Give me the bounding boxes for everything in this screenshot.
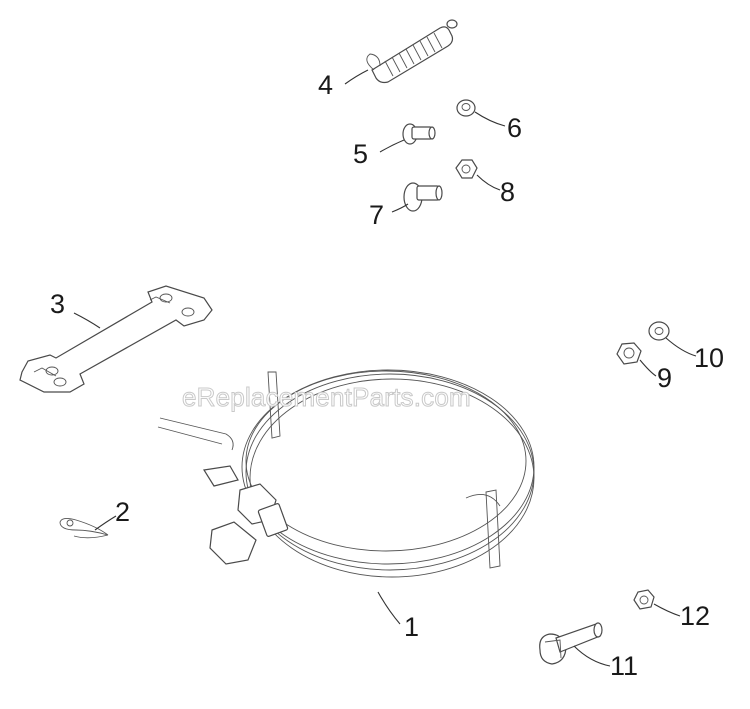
callout-4: 4	[318, 70, 333, 100]
leader-8	[476, 174, 501, 191]
callout-12: 12	[680, 601, 710, 631]
leader-12	[653, 603, 681, 617]
callout-5: 5	[353, 139, 368, 169]
callout-9: 9	[657, 363, 672, 393]
leader-9	[639, 359, 657, 377]
leader-11	[573, 645, 611, 667]
leader-1	[377, 591, 401, 625]
leader-2	[94, 515, 117, 531]
leader-7	[391, 203, 409, 213]
part-2-hairpin-clip	[59, 517, 109, 539]
part-6-washer	[456, 99, 476, 117]
leader-3	[73, 312, 101, 329]
watermark: eReplacementParts.com	[182, 382, 471, 412]
part-5-rivet	[402, 123, 436, 145]
part-10-washer	[648, 321, 670, 341]
part-4-spring	[366, 19, 458, 84]
leader-6	[474, 111, 506, 127]
leader-10	[665, 337, 697, 357]
callout-1: 1	[404, 612, 419, 642]
callout-8: 8	[500, 177, 515, 207]
part-1-cable-coil	[157, 369, 535, 578]
leader-4	[344, 69, 369, 85]
part-12-flange-nut	[633, 589, 655, 610]
part-9-hex-nut	[616, 342, 642, 365]
part-7-bolt	[403, 182, 443, 212]
callout-3: 3	[50, 289, 65, 319]
part-3-link-bar	[19, 285, 213, 393]
leader-5	[379, 139, 405, 153]
callout-11: 11	[610, 651, 638, 681]
callout-2: 2	[115, 497, 130, 527]
part-11-flange-bolt	[539, 622, 603, 665]
callout-6: 6	[507, 113, 522, 143]
callout-10: 10	[694, 343, 724, 373]
callout-7: 7	[369, 200, 384, 230]
part-8-nut	[455, 159, 478, 179]
